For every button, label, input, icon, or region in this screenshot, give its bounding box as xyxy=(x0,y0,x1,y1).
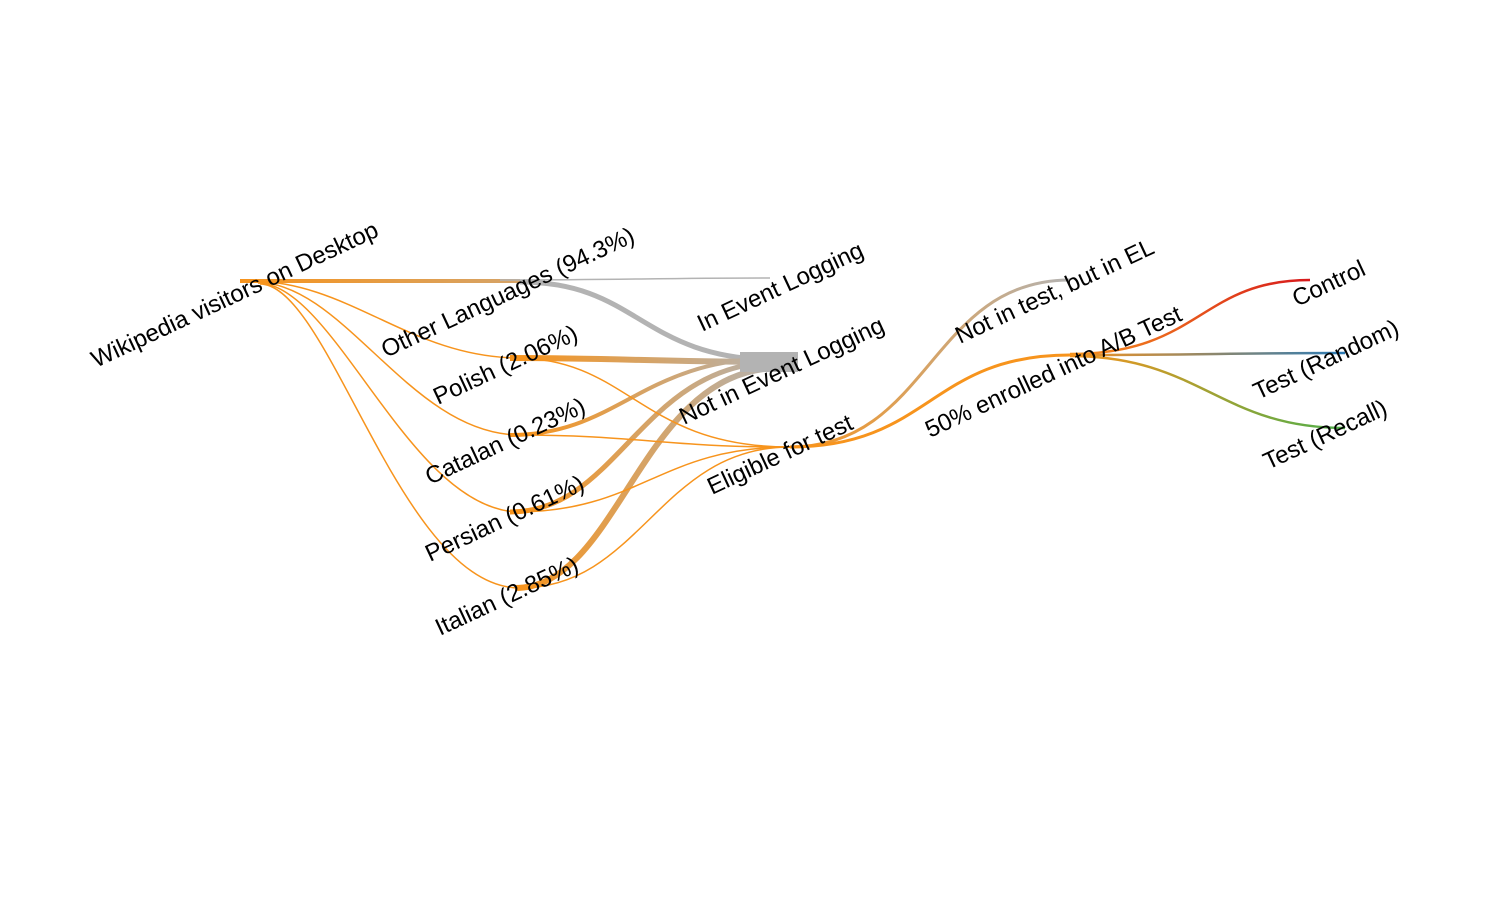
label-eligible-for-test: Eligible for test xyxy=(703,409,857,500)
flows-languages-to-eligible xyxy=(514,357,791,589)
flow-polish-eligible xyxy=(514,357,791,448)
flow-visitors-polish xyxy=(249,280,521,359)
label-other-languages: Other Languages (94.3%) xyxy=(377,222,639,363)
flows-enrolled-to-arms xyxy=(1069,278,1346,430)
flow-italian-not-el xyxy=(514,365,781,591)
flow-eligible-enrolled xyxy=(789,353,1071,449)
flow-visitors-catalan xyxy=(254,281,521,436)
flow-other-in-el xyxy=(499,277,771,281)
flow-enrolled-recall xyxy=(1069,354,1346,430)
flow-enrolled-random xyxy=(1069,351,1346,357)
flow-catalan-not-el xyxy=(509,356,781,437)
label-in-event-logging: In Event Logging xyxy=(693,237,868,338)
flow-persian-eligible xyxy=(514,446,791,513)
label-test-recall: Test (Recall) xyxy=(1259,395,1391,476)
flow-catalan-eligible xyxy=(514,434,791,448)
flow-visitors-persian xyxy=(257,282,521,513)
flow-visitors-italian xyxy=(259,283,521,589)
flows-languages-to-el xyxy=(499,277,798,591)
label-visitors: Wikipedia visitors on Desktop xyxy=(87,216,382,373)
node-bar-not-in-event-logging xyxy=(740,352,798,372)
label-persian: Persian (0.61%) xyxy=(421,470,588,567)
flow-other-not-el xyxy=(519,279,781,363)
flow-persian-not-el xyxy=(509,359,781,515)
flows-eligible-to-test xyxy=(789,278,1071,449)
label-italian: Italian (2.85%) xyxy=(431,552,583,642)
label-test-random: Test (Random) xyxy=(1249,314,1403,405)
label-control: Control xyxy=(1288,255,1370,312)
flow-enrolled-control xyxy=(1069,278,1311,356)
node-labels: Wikipedia visitors on Desktop Other Lang… xyxy=(87,216,1403,641)
flow-eligible-not-test xyxy=(789,278,1071,449)
flow-italian-eligible xyxy=(519,446,791,589)
flows-visitors-to-languages xyxy=(240,278,521,589)
